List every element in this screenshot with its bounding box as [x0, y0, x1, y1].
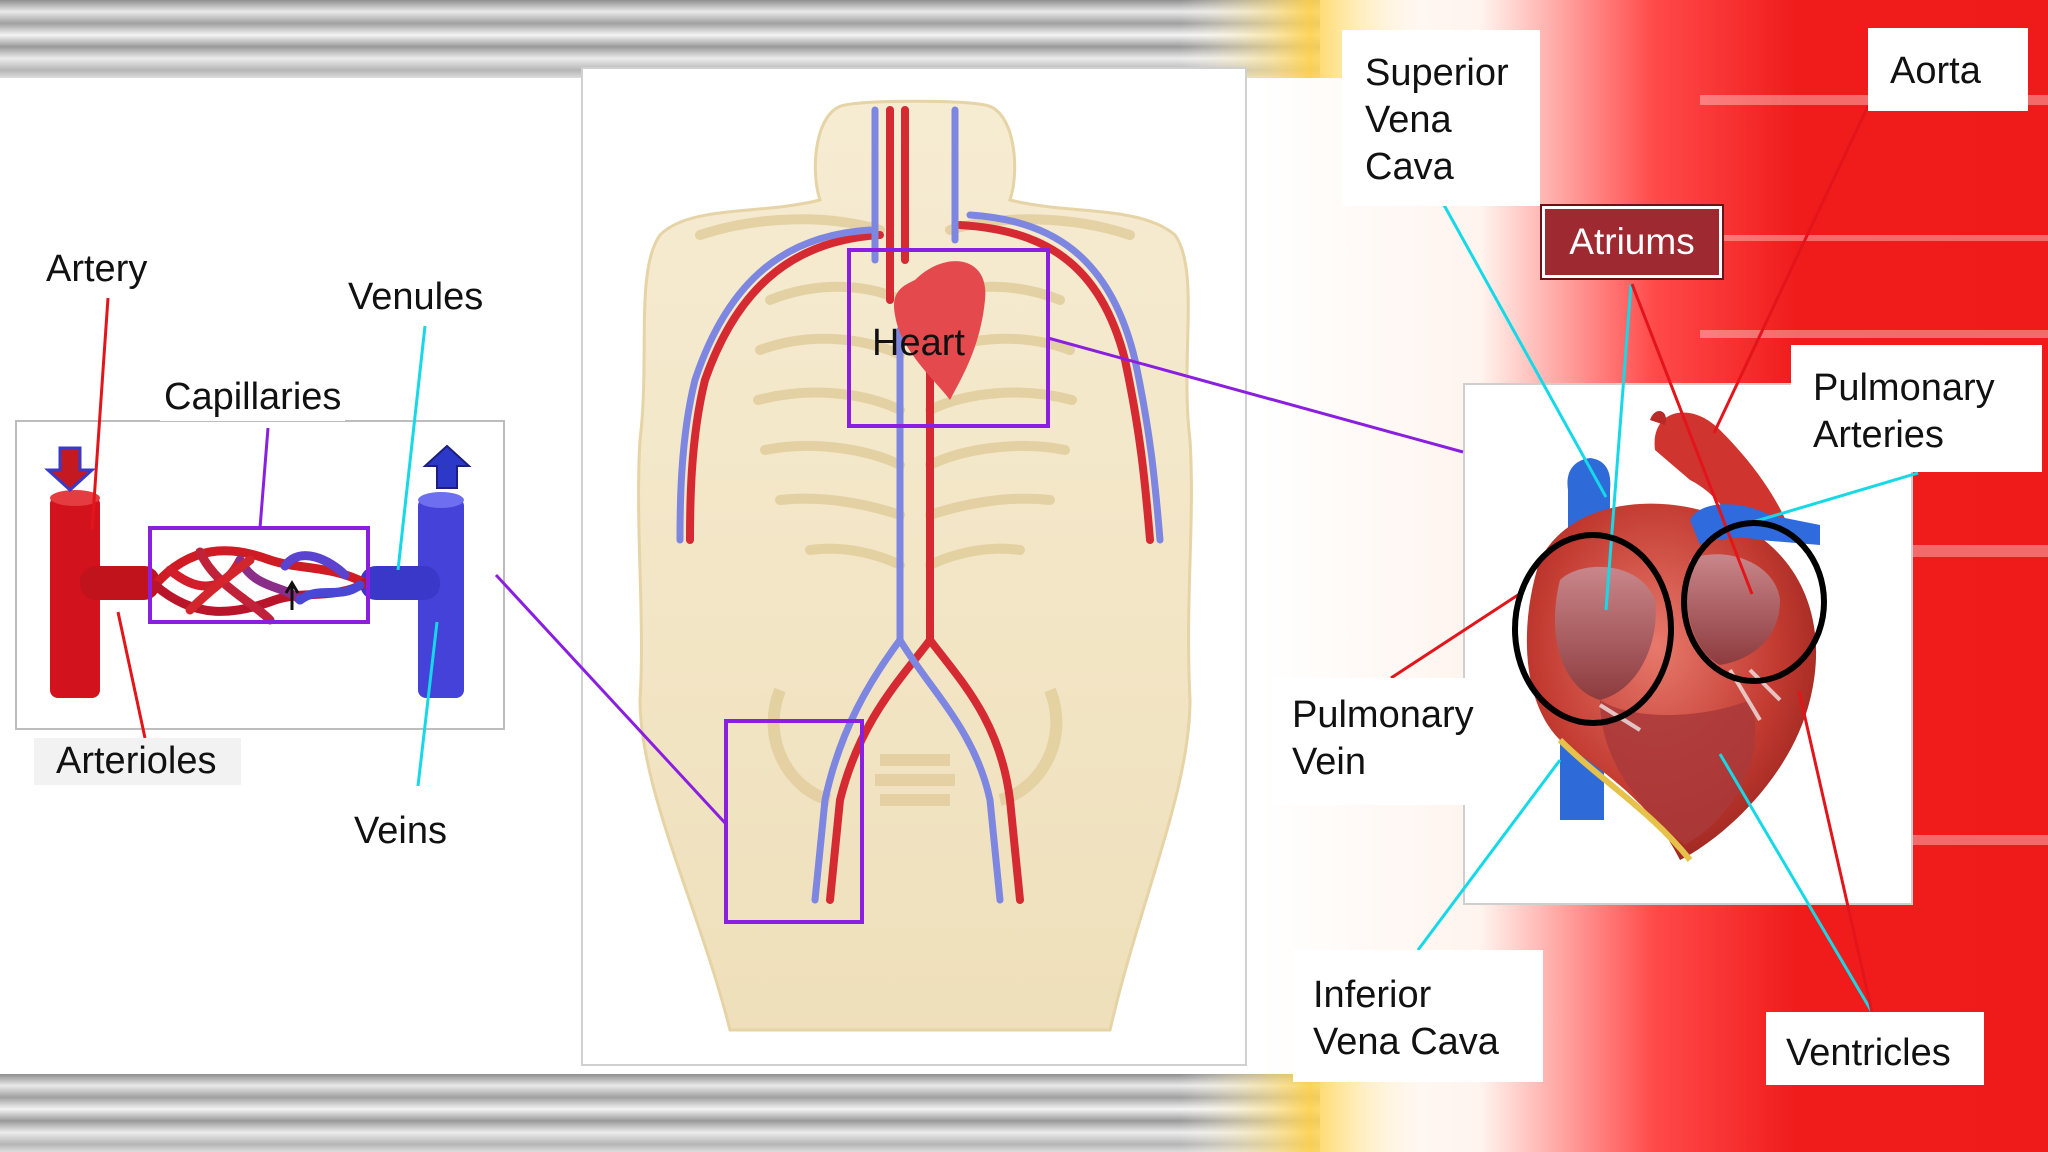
superior-vena-cava-label: Superior Vena Cava: [1342, 30, 1540, 206]
down-arrow-icon: [44, 446, 96, 493]
atriums-label: Atriums: [1540, 204, 1724, 280]
capillaries-label: Capillaries: [160, 374, 346, 421]
inferior-vena-cava-label: Inferior Vena Cava: [1293, 950, 1543, 1082]
arterioles-label: Arterioles: [34, 738, 241, 785]
pulmonary-arteries-label: Pulmonary Arteries: [1791, 345, 2042, 472]
aorta-label: Aorta: [1868, 28, 2028, 111]
up-arrow-icon: [422, 444, 472, 489]
veins-label: Veins: [354, 810, 447, 852]
ventricles-label: Ventricles: [1766, 1012, 1984, 1085]
capillary-bed-illustration: [15, 420, 505, 730]
venules-label: Venules: [348, 276, 484, 318]
body-illustration: [637, 99, 1193, 1032]
heart-label: Heart: [872, 322, 965, 364]
artery-label: Artery: [46, 248, 148, 290]
pulmonary-vein-label: Pulmonary Vein: [1272, 678, 1488, 805]
